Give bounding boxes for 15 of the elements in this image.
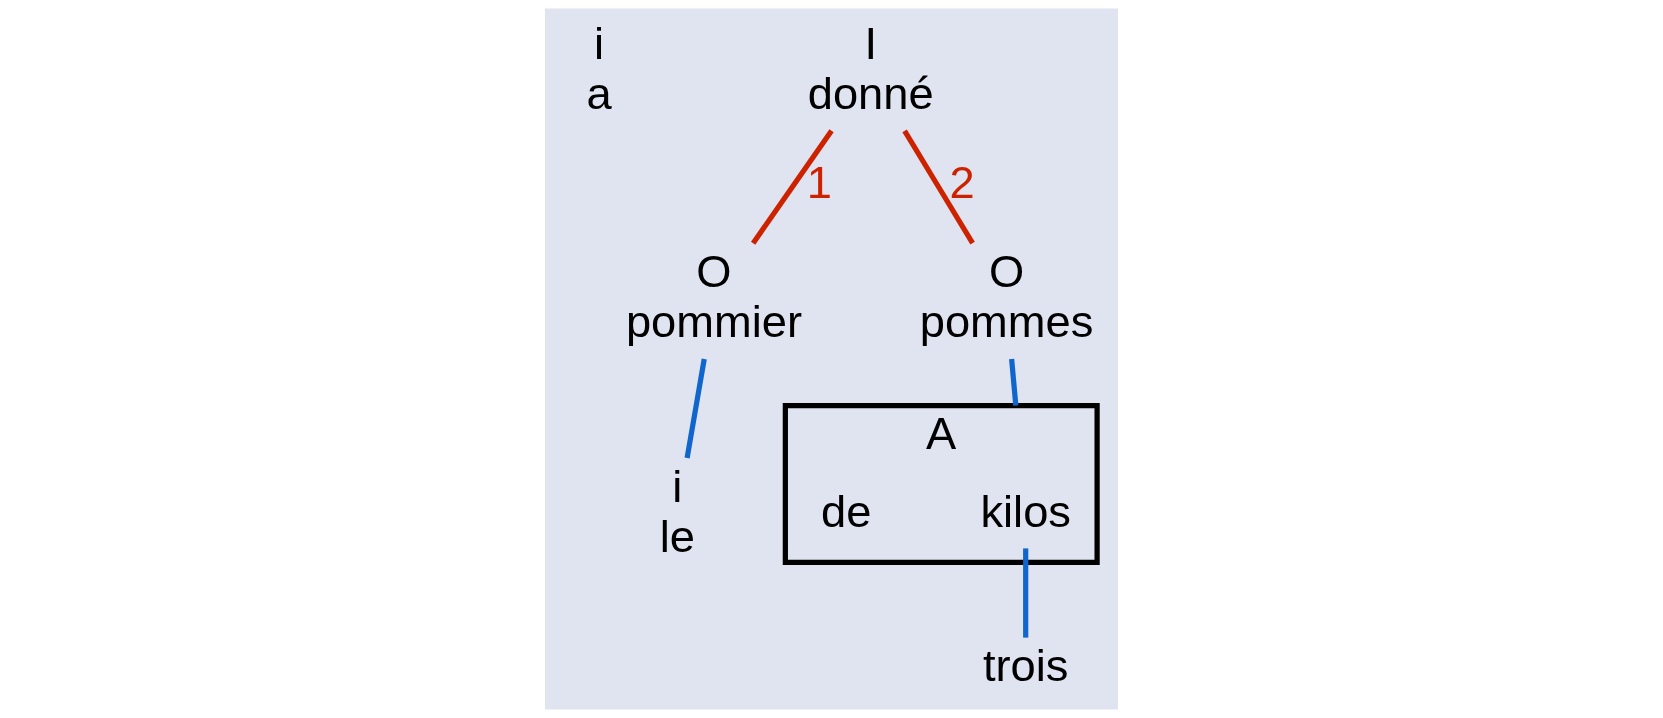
connector xyxy=(1023,548,1029,638)
node-text: I donné xyxy=(807,17,934,120)
node-text: i le xyxy=(659,460,695,563)
edge-label: 2 xyxy=(949,156,975,208)
node-text: kilos xyxy=(980,486,1071,538)
node-text: i a xyxy=(586,17,612,120)
connector xyxy=(684,358,707,459)
node-text: de xyxy=(821,486,872,538)
edge-label: 1 xyxy=(806,156,832,208)
connector xyxy=(751,129,834,245)
connector xyxy=(1009,358,1019,406)
node-text: O pommes xyxy=(919,245,1094,348)
node-text: trois xyxy=(982,640,1069,692)
node-text: O pommier xyxy=(625,245,802,348)
connector xyxy=(902,129,975,245)
